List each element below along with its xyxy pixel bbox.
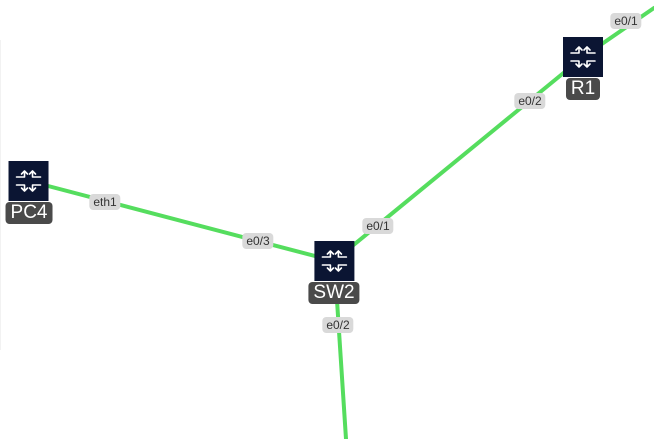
port-label-r1-e0-1: e0/1	[610, 13, 642, 29]
link-sw2-offscreen[interactable]	[334, 283, 348, 439]
port-label-sw2-e0-3: e0/3	[242, 233, 274, 249]
port-label-r1-e0-2: e0/2	[514, 93, 546, 109]
node-label-r1: R1	[565, 78, 601, 100]
node-pc4[interactable]: PC4	[5, 161, 53, 224]
node-r1[interactable]: R1	[563, 37, 603, 100]
port-label-sw2-e0-2: e0/2	[322, 317, 354, 333]
router-icon	[563, 37, 603, 77]
node-label-pc4: PC4	[5, 202, 53, 224]
port-label-pc4-eth1: eth1	[89, 194, 121, 210]
link-pc4-sw2[interactable]	[27, 179, 336, 263]
router-icon	[314, 241, 354, 281]
port-label-sw2-e0-1: e0/1	[362, 218, 394, 234]
node-sw2[interactable]: SW2	[308, 241, 360, 304]
canvas-edge	[0, 40, 1, 350]
node-label-sw2: SW2	[308, 282, 360, 304]
router-icon	[9, 161, 49, 201]
